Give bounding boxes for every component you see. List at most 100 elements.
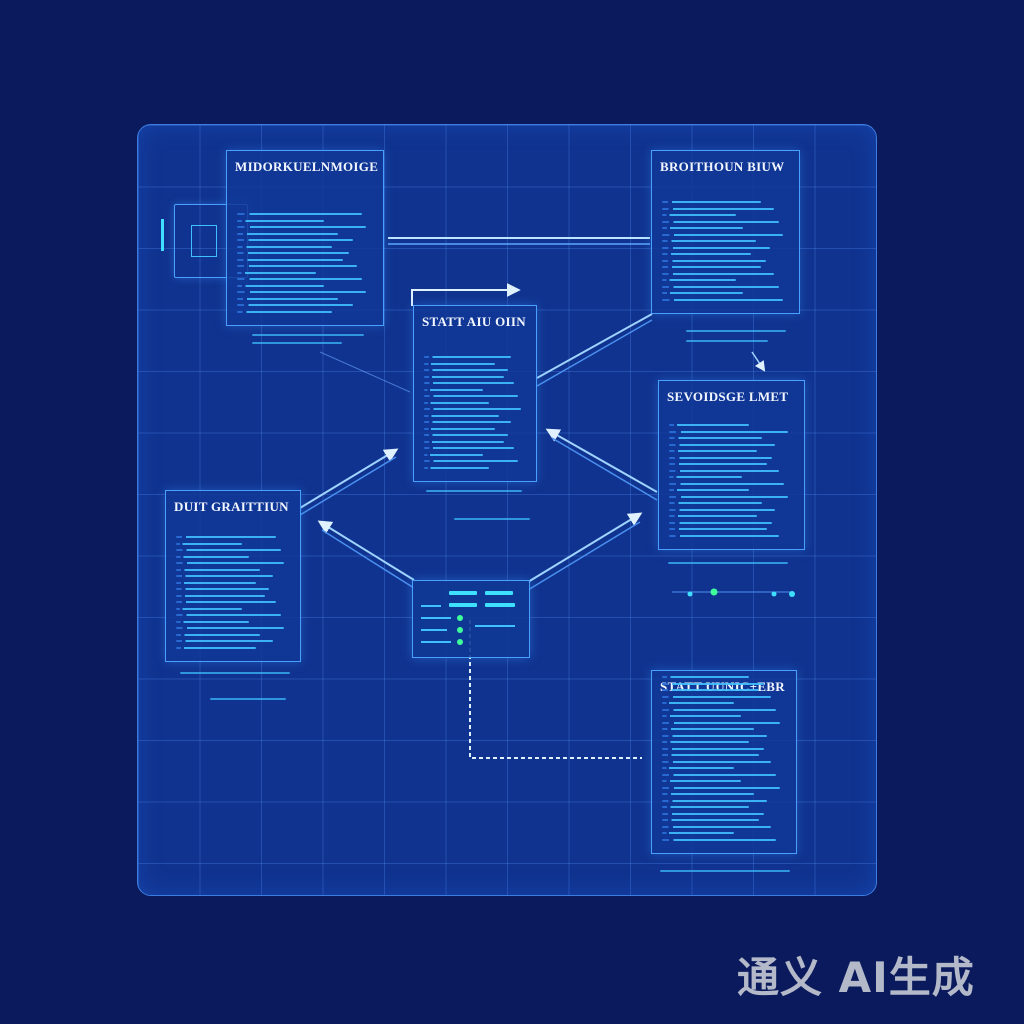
text-line <box>662 806 749 808</box>
text-line <box>662 214 736 216</box>
text-line <box>662 272 774 275</box>
text-line <box>176 594 265 597</box>
text-line <box>669 463 767 465</box>
text-line <box>669 521 772 524</box>
text-line <box>662 838 777 841</box>
text-line <box>662 767 734 769</box>
text-line <box>662 773 777 776</box>
text-line <box>669 489 749 491</box>
text-line <box>662 695 772 698</box>
hub-node[interactable] <box>412 580 530 658</box>
node-left[interactable]: DUIT GRAITTIUN <box>165 490 301 662</box>
text-line <box>662 220 779 223</box>
text-line <box>176 536 277 538</box>
node-shadow-line <box>426 490 522 492</box>
text-line <box>662 747 764 750</box>
text-line <box>662 819 759 821</box>
text-line <box>662 721 780 724</box>
text-line <box>662 825 772 828</box>
text-line <box>424 375 504 378</box>
node-text-lines <box>237 213 373 317</box>
text-line <box>237 219 325 222</box>
text-line <box>662 741 749 743</box>
node-title: BROITHOUN BIUW <box>660 159 785 174</box>
text-line <box>424 440 504 443</box>
text-line <box>662 292 744 294</box>
text-line <box>176 568 261 571</box>
text-line <box>662 715 742 717</box>
node-center[interactable]: STATT AIU OIIN <box>413 305 537 482</box>
text-line <box>424 395 518 397</box>
text-line <box>176 607 243 610</box>
connector-right-to-center <box>545 428 658 501</box>
connector-faint <box>319 351 411 393</box>
text-line <box>662 728 754 730</box>
text-line <box>424 369 508 371</box>
text-line <box>669 495 788 498</box>
text-line <box>237 278 363 280</box>
node-title: DUIT GRAITTIUN <box>174 499 289 514</box>
text-line <box>669 515 757 517</box>
node-shadow-line <box>454 518 530 520</box>
node-top-left[interactable]: MIDORKUELNMOIGE <box>226 150 384 326</box>
text-line <box>662 298 783 301</box>
connector-dashed <box>469 620 642 759</box>
hub-bar <box>485 591 513 595</box>
status-dot <box>457 639 463 645</box>
text-line <box>176 640 273 642</box>
hub-bar <box>449 591 477 595</box>
node-mid-right[interactable]: SEVOIDSGE LMET <box>658 380 805 550</box>
text-line <box>176 549 281 551</box>
text-line <box>669 437 762 439</box>
text-line <box>662 689 759 691</box>
node-top-right[interactable]: BROITHOUN BIUW <box>651 150 800 314</box>
connector-left-to-center <box>299 448 399 516</box>
text-line <box>669 469 779 472</box>
text-line <box>424 388 484 391</box>
text-line <box>662 780 742 782</box>
status-dot <box>457 627 463 633</box>
text-line <box>662 786 780 789</box>
text-line <box>669 482 784 485</box>
text-line <box>424 460 518 462</box>
node-title: SEVOIDSGE LMET <box>667 389 789 404</box>
connector-center-loop <box>411 283 521 306</box>
text-line <box>669 528 767 530</box>
connector-top <box>388 237 650 245</box>
text-line <box>176 627 285 629</box>
hub-line <box>475 625 515 627</box>
text-line <box>662 754 759 756</box>
text-line <box>176 581 256 584</box>
text-line <box>424 427 496 430</box>
text-line <box>237 284 325 287</box>
text-line <box>662 708 777 711</box>
text-line <box>424 401 490 404</box>
node-shadow-line <box>686 340 768 342</box>
hub-bar <box>485 603 515 607</box>
connector-hub-to-right <box>527 512 643 591</box>
text-line <box>662 832 734 834</box>
text-line <box>669 430 788 433</box>
text-line <box>237 258 344 261</box>
text-line <box>669 424 749 426</box>
text-line <box>424 421 511 423</box>
node-shadow-line <box>668 562 788 564</box>
text-line <box>237 226 367 228</box>
text-line <box>424 434 508 436</box>
node-text-lines <box>176 536 290 653</box>
text-line <box>237 265 357 267</box>
chip-tab <box>161 219 164 251</box>
node-shadow-line <box>686 330 786 332</box>
text-line <box>669 456 772 459</box>
text-line <box>237 239 353 241</box>
text-line <box>662 812 764 815</box>
hub-line <box>421 641 451 643</box>
node-title: STATT AIU OIIN <box>422 314 526 329</box>
text-line <box>669 502 762 504</box>
text-line <box>176 601 277 603</box>
text-line <box>662 227 744 229</box>
text-line <box>176 620 249 623</box>
node-bottom-right[interactable]: STATT UUNIC+EBR <box>651 670 797 854</box>
text-line <box>662 240 756 242</box>
